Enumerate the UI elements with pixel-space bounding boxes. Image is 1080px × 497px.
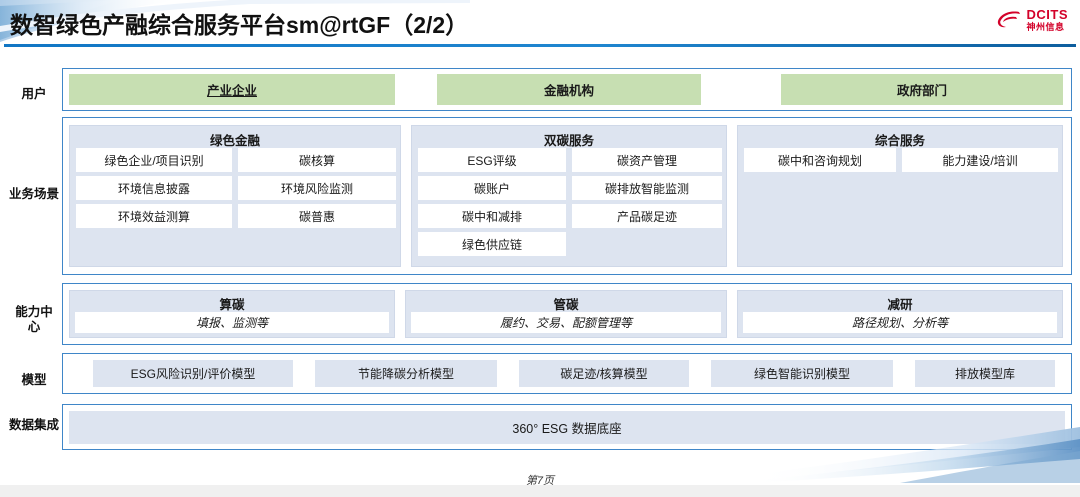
capability-col-calc-title: 算碳 <box>219 298 245 312</box>
capability-col-reduce-sub: 路径规划、分析等 <box>743 312 1057 333</box>
band-capability: 算碳 填报、监测等 管碳 履约、交易、配额管理等 减研 路径规划、分析等 <box>62 283 1072 345</box>
model-box-emission-lib[interactable]: 排放模型库 <box>915 360 1055 387</box>
model-box-esg-risk[interactable]: ESG风险识别/评价模型 <box>93 360 293 387</box>
cell-dual-2[interactable]: 碳账户 <box>418 176 566 200</box>
row-label-user: 用户 <box>21 87 47 101</box>
panel-dual-carbon-title: 双碳服务 <box>543 134 594 148</box>
user-box-government-label: 政府部门 <box>896 84 947 98</box>
user-box-financial[interactable]: 金融机构 <box>437 74 701 105</box>
company-logo: DCITS 神州信息 <box>996 8 1069 32</box>
bottom-strip <box>0 485 1080 497</box>
row-label-data: 数据集成 <box>8 418 60 433</box>
cell-comp-0[interactable]: 碳中和咨询规划 <box>744 148 896 172</box>
cell-green-4[interactable]: 环境效益测算 <box>76 204 232 228</box>
cell-green-0[interactable]: 绿色企业/项目识别 <box>76 148 232 172</box>
capability-col-calc-sub: 填报、监测等 <box>75 312 389 333</box>
band-business: 绿色金融 绿色企业/项目识别 碳核算 环境信息披露 环境风险监测 环境效益测算 … <box>62 117 1072 275</box>
cell-dual-3[interactable]: 碳排放智能监测 <box>572 176 722 200</box>
capability-col-manage-sub: 履约、交易、配额管理等 <box>411 312 721 333</box>
row-label-business: 业务场景 <box>8 187 60 202</box>
band-data: 360° ESG 数据底座 <box>62 404 1072 450</box>
data-foundation-box[interactable]: 360° ESG 数据底座 <box>69 411 1065 444</box>
row-label-capability-text: 能力中心 <box>15 305 53 334</box>
user-box-industry[interactable]: 产业企业 <box>69 74 395 105</box>
cell-dual-1[interactable]: 碳资产管理 <box>572 148 722 172</box>
cell-dual-0[interactable]: ESG评级 <box>418 148 566 172</box>
panel-comprehensive: 综合服务 碳中和咨询规划 能力建设/培训 <box>737 125 1063 267</box>
logo-en-text: DCITS <box>1026 7 1068 22</box>
cell-comp-1[interactable]: 能力建设/培训 <box>902 148 1058 172</box>
row-label-capability: 能力中心 <box>14 305 54 335</box>
capability-col-reduce[interactable]: 减研 路径规划、分析等 <box>737 290 1063 338</box>
logo-wordmark: DCITS 神州信息 <box>1027 8 1069 32</box>
page-title: 数智绿色产融综合服务平台sm@rtGF（2/2） <box>10 12 469 38</box>
cell-green-3[interactable]: 环境风险监测 <box>238 176 396 200</box>
slide-header: 数智绿色产融综合服务平台sm@rtGF（2/2） DCITS 神州信息 <box>0 0 1080 48</box>
cell-green-5[interactable]: 碳普惠 <box>238 204 396 228</box>
capability-col-calc[interactable]: 算碳 填报、监测等 <box>69 290 395 338</box>
model-box-footprint[interactable]: 碳足迹/核算模型 <box>519 360 689 387</box>
row-label-business-text: 业务场景 <box>8 187 59 201</box>
logo-cn-text: 神州信息 <box>1026 22 1065 32</box>
panel-comprehensive-title: 综合服务 <box>874 134 925 148</box>
user-box-government[interactable]: 政府部门 <box>781 74 1063 105</box>
capability-col-manage-title: 管碳 <box>553 298 579 312</box>
panel-dual-carbon: 双碳服务 ESG评级 碳资产管理 碳账户 碳排放智能监测 碳中和减排 产品碳足迹… <box>411 125 727 267</box>
panel-green-finance: 绿色金融 绿色企业/项目识别 碳核算 环境信息披露 环境风险监测 环境效益测算 … <box>69 125 401 267</box>
model-box-green-ai[interactable]: 绿色智能识别模型 <box>711 360 893 387</box>
capability-col-reduce-title: 减研 <box>887 298 913 312</box>
user-box-industry-label: 产业企业 <box>206 84 257 98</box>
cell-green-1[interactable]: 碳核算 <box>238 148 396 172</box>
panel-green-finance-title: 绿色金融 <box>209 134 260 148</box>
header-divider <box>4 44 1076 47</box>
band-model: ESG风险识别/评价模型 节能降碳分析模型 碳足迹/核算模型 绿色智能识别模型 … <box>62 353 1072 394</box>
row-label-model: 模型 <box>21 373 47 387</box>
capability-col-manage[interactable]: 管碳 履约、交易、配额管理等 <box>405 290 727 338</box>
page-number: 第7页 <box>525 475 555 487</box>
cell-green-2[interactable]: 环境信息披露 <box>76 176 232 200</box>
model-box-energy-saving[interactable]: 节能降碳分析模型 <box>315 360 497 387</box>
cell-dual-6[interactable]: 绿色供应链 <box>418 232 566 256</box>
user-box-financial-label: 金融机构 <box>543 84 594 98</box>
cell-dual-4[interactable]: 碳中和减排 <box>418 204 566 228</box>
row-label-data-text: 数据集成 <box>8 418 59 432</box>
dcits-swirl-icon <box>996 10 1022 30</box>
cell-dual-5[interactable]: 产品碳足迹 <box>572 204 722 228</box>
band-user: 产业企业 金融机构 政府部门 <box>62 68 1072 111</box>
